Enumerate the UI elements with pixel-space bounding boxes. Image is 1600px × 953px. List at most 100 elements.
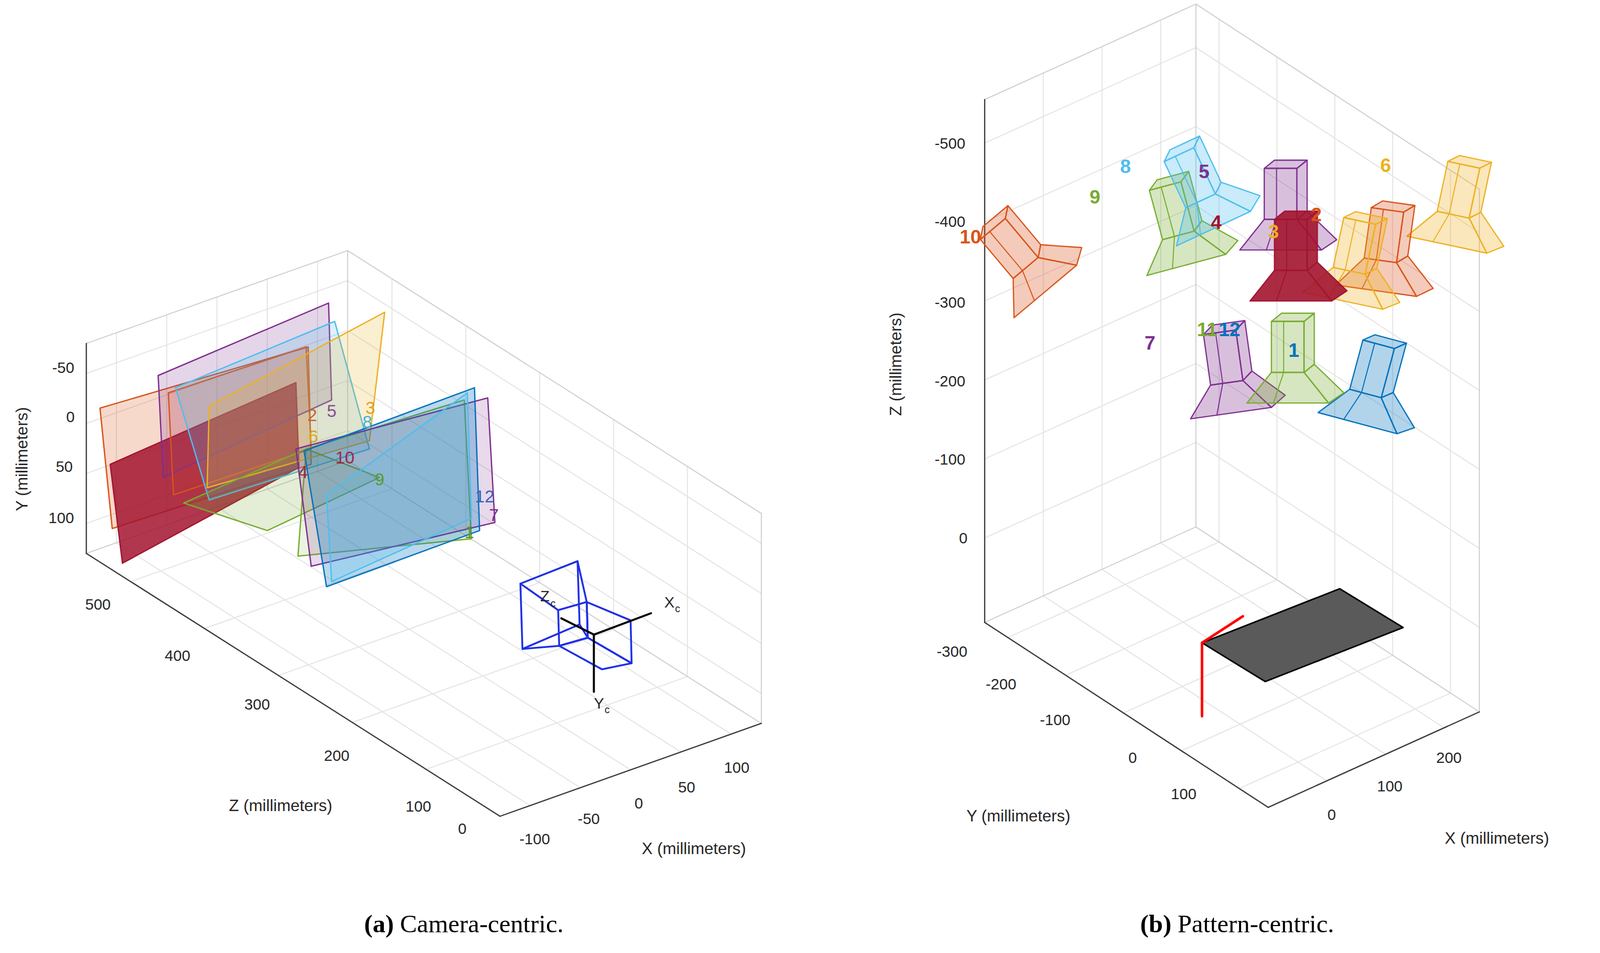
- camera-edge: [1215, 333, 1223, 384]
- grid-line: [539, 372, 541, 583]
- callout-number: 11: [1197, 320, 1218, 340]
- grid-line: [1007, 541, 1220, 638]
- tick-label: 0: [457, 820, 467, 837]
- axis-symbol: Y: [594, 695, 605, 712]
- camera-frustum: [522, 645, 560, 650]
- callout-number: 5: [1198, 161, 1210, 181]
- camera-edge: [1286, 219, 1288, 271]
- callout-number: 2: [1310, 204, 1322, 224]
- caption-tag: (a): [364, 910, 394, 936]
- callout-number: 4: [298, 463, 309, 481]
- axis-title: Y (millimeters): [966, 808, 1071, 825]
- grid-line: [613, 419, 615, 630]
- camera-frustum: [577, 561, 587, 603]
- grid-line: [116, 542, 531, 806]
- callout-number: 12: [1218, 320, 1241, 340]
- callout-number: 1: [464, 524, 475, 542]
- caption-text: Camera-centric.: [399, 910, 564, 936]
- camera-body: [1364, 216, 1388, 277]
- tick-label: 0: [66, 408, 75, 425]
- grid-line: [1195, 47, 1480, 233]
- axis-subscript: c: [604, 704, 610, 716]
- camera-edge: [1175, 156, 1198, 203]
- camera-frustum: [1304, 364, 1345, 403]
- camera-edge: [1283, 321, 1285, 373]
- tick-label: -100: [519, 831, 551, 847]
- tick-label: -300: [936, 643, 968, 659]
- camera-axis: [561, 618, 595, 636]
- tick-label: -200: [934, 372, 965, 389]
- camera-body: [1264, 160, 1308, 169]
- left-camera: [520, 561, 652, 693]
- tick-label: 0: [634, 795, 643, 812]
- camera-edge: [1273, 372, 1285, 403]
- tick-label: -500: [934, 135, 965, 151]
- grid-line: [1160, 20, 1162, 543]
- axis-title: Z (millimeters): [228, 798, 333, 815]
- callout-number: 7: [488, 506, 499, 524]
- caption-tag: (b): [1140, 910, 1172, 936]
- tick-label: 500: [84, 596, 111, 612]
- tick-label: 100: [405, 798, 431, 815]
- camera-frustum: [1307, 262, 1348, 301]
- camera-edge: [1187, 202, 1210, 235]
- callout-number: 4: [1211, 212, 1222, 233]
- camera-body: [1160, 136, 1204, 162]
- camera-edge: [1432, 211, 1450, 244]
- camera-body: [1304, 313, 1315, 373]
- calibration-pattern: [1202, 588, 1404, 682]
- grid-line: [984, 47, 1196, 143]
- tick-label: -100: [1039, 711, 1071, 728]
- box-edge: [1195, 526, 1480, 712]
- camera-axis: [593, 634, 596, 692]
- camera-edge: [1343, 390, 1362, 423]
- camera-pose: [1246, 313, 1344, 403]
- axis-title: X (millimeters): [641, 840, 746, 858]
- callout-number: 2: [307, 406, 317, 424]
- grid-line: [984, 442, 1196, 538]
- camera-body: [1371, 199, 1415, 214]
- camera-frustum: [1032, 225, 1089, 282]
- camera-pose: [1318, 325, 1436, 438]
- camera-pose: [1138, 123, 1265, 246]
- camera-body: [1271, 321, 1305, 373]
- camera-edge: [1275, 168, 1277, 220]
- axis-symbol: Z: [540, 588, 550, 604]
- camera-body: [1343, 209, 1388, 227]
- axis-subscript: c: [550, 598, 556, 610]
- pattern-axis: [1200, 642, 1204, 717]
- camera-edge: [1161, 186, 1175, 237]
- camera-body: [1468, 160, 1492, 221]
- camera-body: [1274, 211, 1318, 220]
- callout-number: 8: [1119, 156, 1131, 176]
- grid-line: [1042, 73, 1044, 596]
- camera-body: [1396, 204, 1415, 265]
- tick-label: 100: [1376, 777, 1403, 794]
- axis-line: [86, 553, 501, 817]
- grid-line: [1239, 693, 1451, 789]
- callout-number: 10: [335, 449, 355, 467]
- camera-edge: [1276, 270, 1287, 301]
- grid-line: [686, 466, 688, 677]
- camera-edge: [1345, 220, 1356, 270]
- tick-label: 50: [55, 458, 74, 475]
- tick-label: -50: [52, 359, 75, 376]
- tick-label: 300: [244, 696, 270, 713]
- camera-frustum: [520, 583, 559, 611]
- left-calibration-planes: [99, 303, 495, 587]
- tick-label: 100: [1171, 786, 1197, 802]
- tick-label: 50: [678, 779, 696, 795]
- box-edge: [984, 526, 1196, 623]
- callout-number: 7: [1144, 333, 1156, 353]
- tick-label: -50: [577, 810, 600, 827]
- callout-number: 3: [1267, 221, 1279, 241]
- box-edge: [1478, 189, 1480, 712]
- box-edge: [1195, 4, 1480, 190]
- callout-number: 9: [1089, 186, 1101, 207]
- tick-label: 100: [724, 759, 750, 776]
- camera-edge: [1212, 383, 1228, 415]
- camera-body: [1447, 153, 1492, 171]
- grid-line: [352, 629, 614, 723]
- tick-label: -300: [934, 294, 965, 310]
- camera-body: [1271, 313, 1315, 322]
